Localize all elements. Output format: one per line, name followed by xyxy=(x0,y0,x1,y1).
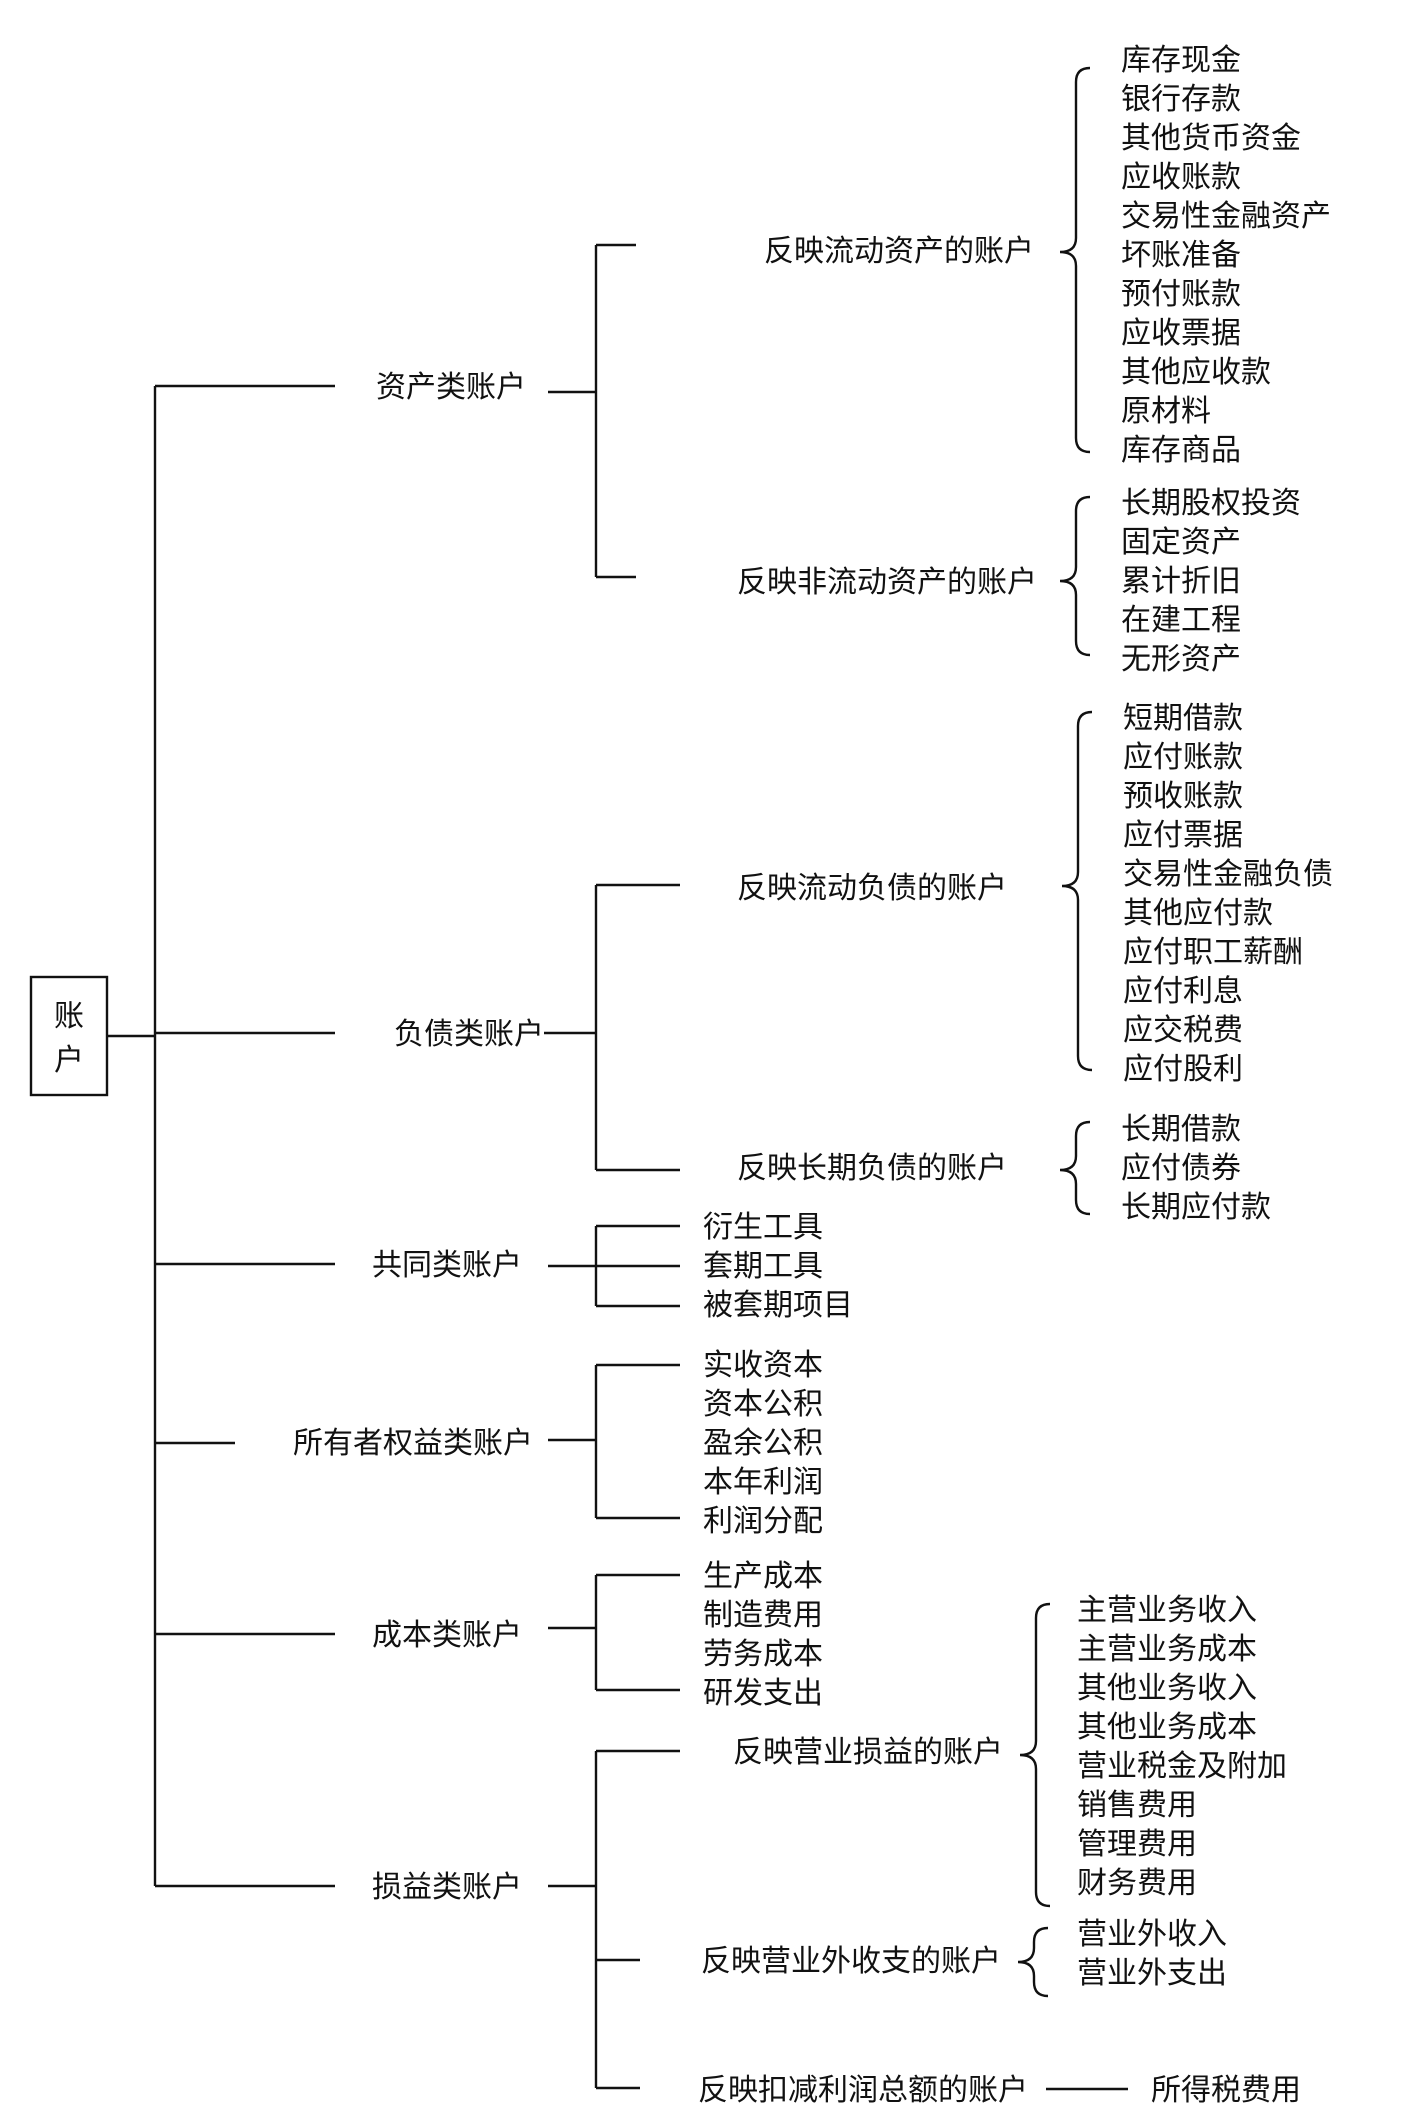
list-item: 其他业务成本 xyxy=(1077,1710,1257,1745)
profit-label: 损益类账户 xyxy=(372,1870,522,1905)
list-item: 银行存款 xyxy=(1121,82,1241,117)
profit-operating-items: 主营业务收入 主营业务成本 其他业务收入 其他业务成本 营业税金及附加 销售费用… xyxy=(1077,1593,1287,1901)
list-item: 长期股权投资 xyxy=(1121,486,1301,521)
list-item: 固定资产 xyxy=(1121,525,1241,560)
list-item: 衍生工具 xyxy=(703,1210,823,1245)
list-item: 应付利息 xyxy=(1123,974,1243,1009)
list-item: 财务费用 xyxy=(1077,1866,1197,1901)
asset-label: 资产类账户 xyxy=(376,370,526,405)
liability-category: 负债类账户 反映流动负债的账户 短期借款 应付账款 预收账款 应付票据 交易性金… xyxy=(394,701,1333,1225)
list-item: 库存现金 xyxy=(1121,43,1241,78)
list-item: 生产成本 xyxy=(703,1559,823,1594)
liability-current-label: 反映流动负债的账户 xyxy=(737,871,1007,906)
list-item: 在建工程 xyxy=(1121,603,1241,638)
asset-current-brace xyxy=(1059,66,1091,454)
list-item: 预收账款 xyxy=(1123,779,1243,814)
list-item: 套期工具 xyxy=(703,1249,823,1284)
list-item: 销售费用 xyxy=(1077,1788,1197,1823)
list-item: 本年利润 xyxy=(703,1465,823,1500)
common-category: 共同类账户 衍生工具 套期工具 被套期项目 xyxy=(372,1210,853,1323)
list-item: 应付账款 xyxy=(1123,740,1243,775)
liability-longterm-label: 反映长期负债的账户 xyxy=(737,1151,1007,1186)
list-item: 短期借款 xyxy=(1123,701,1243,736)
list-item: 其他货币资金 xyxy=(1121,121,1301,156)
asset-current-label: 反映流动资产的账户 xyxy=(764,234,1034,269)
list-item: 应收账款 xyxy=(1121,160,1241,195)
list-item: 营业外收入 xyxy=(1077,1917,1227,1952)
common-label: 共同类账户 xyxy=(372,1248,522,1283)
list-item: 无形资产 xyxy=(1121,642,1241,677)
list-item: 应付债券 xyxy=(1121,1151,1241,1186)
list-item: 研发支出 xyxy=(703,1676,823,1711)
list-item: 长期应付款 xyxy=(1121,1190,1271,1225)
root-label-line2: 户 xyxy=(54,1043,84,1078)
list-item: 预付账款 xyxy=(1121,277,1241,312)
asset-current-items: 库存现金 银行存款 其他货币资金 应收账款 交易性金融资产 坏账准备 预付账款 … xyxy=(1121,43,1331,468)
list-item: 其他业务收入 xyxy=(1077,1671,1257,1706)
list-item: 长期借款 xyxy=(1121,1112,1241,1147)
list-item: 资本公积 xyxy=(703,1387,823,1422)
list-item: 坏账准备 xyxy=(1121,238,1241,273)
asset-noncurrent-label: 反映非流动资产的账户 xyxy=(737,565,1037,600)
profit-category: 损益类账户 反映营业损益的账户 主营业务收入 主营业务成本 其他业务收入 其他业… xyxy=(372,1593,1301,2103)
list-item: 应付票据 xyxy=(1123,818,1243,853)
liability-label: 负债类账户 xyxy=(394,1017,544,1052)
asset-noncurrent-items: 长期股权投资 固定资产 累计折旧 在建工程 无形资产 xyxy=(1121,486,1301,677)
equity-label: 所有者权益类账户 xyxy=(293,1426,533,1461)
root-label-line1: 账 xyxy=(54,999,84,1034)
cost-category: 成本类账户 生产成本 制造费用 劳务成本 研发支出 xyxy=(372,1559,823,1711)
list-item: 交易性金融负债 xyxy=(1123,857,1333,892)
main-connectors xyxy=(107,384,335,1888)
list-item: 应付股利 xyxy=(1123,1052,1243,1087)
list-item: 应付职工薪酬 xyxy=(1123,935,1303,970)
profit-nonoperating-brace xyxy=(1017,1926,1049,1998)
profit-deduction-label: 反映扣减利润总额的账户 xyxy=(698,2073,1028,2103)
equity-category: 所有者权益类账户 实收资本 资本公积 盈余公积 本年利润 利润分配 xyxy=(293,1348,823,1539)
list-item: 累计折旧 xyxy=(1121,564,1241,599)
asset-noncurrent-brace xyxy=(1059,495,1091,657)
list-item: 劳务成本 xyxy=(703,1637,823,1672)
profit-operating-brace xyxy=(1019,1602,1051,1908)
list-item: 被套期项目 xyxy=(703,1288,853,1323)
liability-longterm-brace xyxy=(1059,1120,1091,1216)
cost-label: 成本类账户 xyxy=(372,1618,522,1653)
list-item: 主营业务成本 xyxy=(1077,1632,1257,1667)
profit-operating-label: 反映营业损益的账户 xyxy=(733,1735,1003,1770)
list-item: 实收资本 xyxy=(703,1348,823,1383)
root-node: 账 户 xyxy=(29,975,109,1097)
list-item: 营业税金及附加 xyxy=(1077,1749,1287,1784)
list-item: 制造费用 xyxy=(703,1598,823,1633)
list-item: 管理费用 xyxy=(1077,1827,1197,1862)
list-item: 原材料 xyxy=(1121,394,1211,429)
liability-current-items: 短期借款 应付账款 预收账款 应付票据 交易性金融负债 其他应付款 应付职工薪酬… xyxy=(1123,701,1333,1087)
list-item: 应收票据 xyxy=(1121,316,1241,351)
list-item: 营业外支出 xyxy=(1077,1956,1227,1991)
asset-category: 资产类账户 反映流动资产的账户 库存现金 银行存款 其他货币资金 应收账款 交易… xyxy=(376,43,1331,677)
liability-longterm-items: 长期借款 应付债券 长期应付款 xyxy=(1121,1112,1271,1225)
profit-nonoperating-label: 反映营业外收支的账户 xyxy=(701,1944,1001,1979)
list-item: 交易性金融资产 xyxy=(1121,199,1331,234)
list-item: 利润分配 xyxy=(703,1504,823,1539)
liability-current-brace xyxy=(1061,710,1093,1072)
list-item: 盈余公积 xyxy=(703,1426,823,1461)
list-item: 库存商品 xyxy=(1121,433,1241,468)
list-item: 其他应付款 xyxy=(1123,896,1273,931)
list-item: 其他应收款 xyxy=(1121,355,1271,390)
list-item: 主营业务收入 xyxy=(1077,1593,1257,1628)
list-item: 应交税费 xyxy=(1123,1013,1243,1048)
profit-deduction-item: 所得税费用 xyxy=(1151,2073,1301,2103)
